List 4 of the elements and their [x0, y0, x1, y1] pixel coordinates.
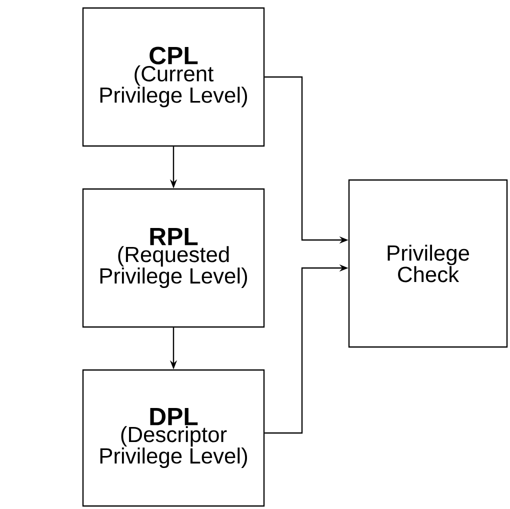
level-box: DPL (Descriptor Privilege Level) [82, 369, 265, 507]
level-box: RPL (Requested Privilege Level) [82, 188, 265, 328]
check-box: Privilege Check [348, 179, 508, 348]
level-box: CPL (Current Privilege Level) [82, 7, 265, 147]
